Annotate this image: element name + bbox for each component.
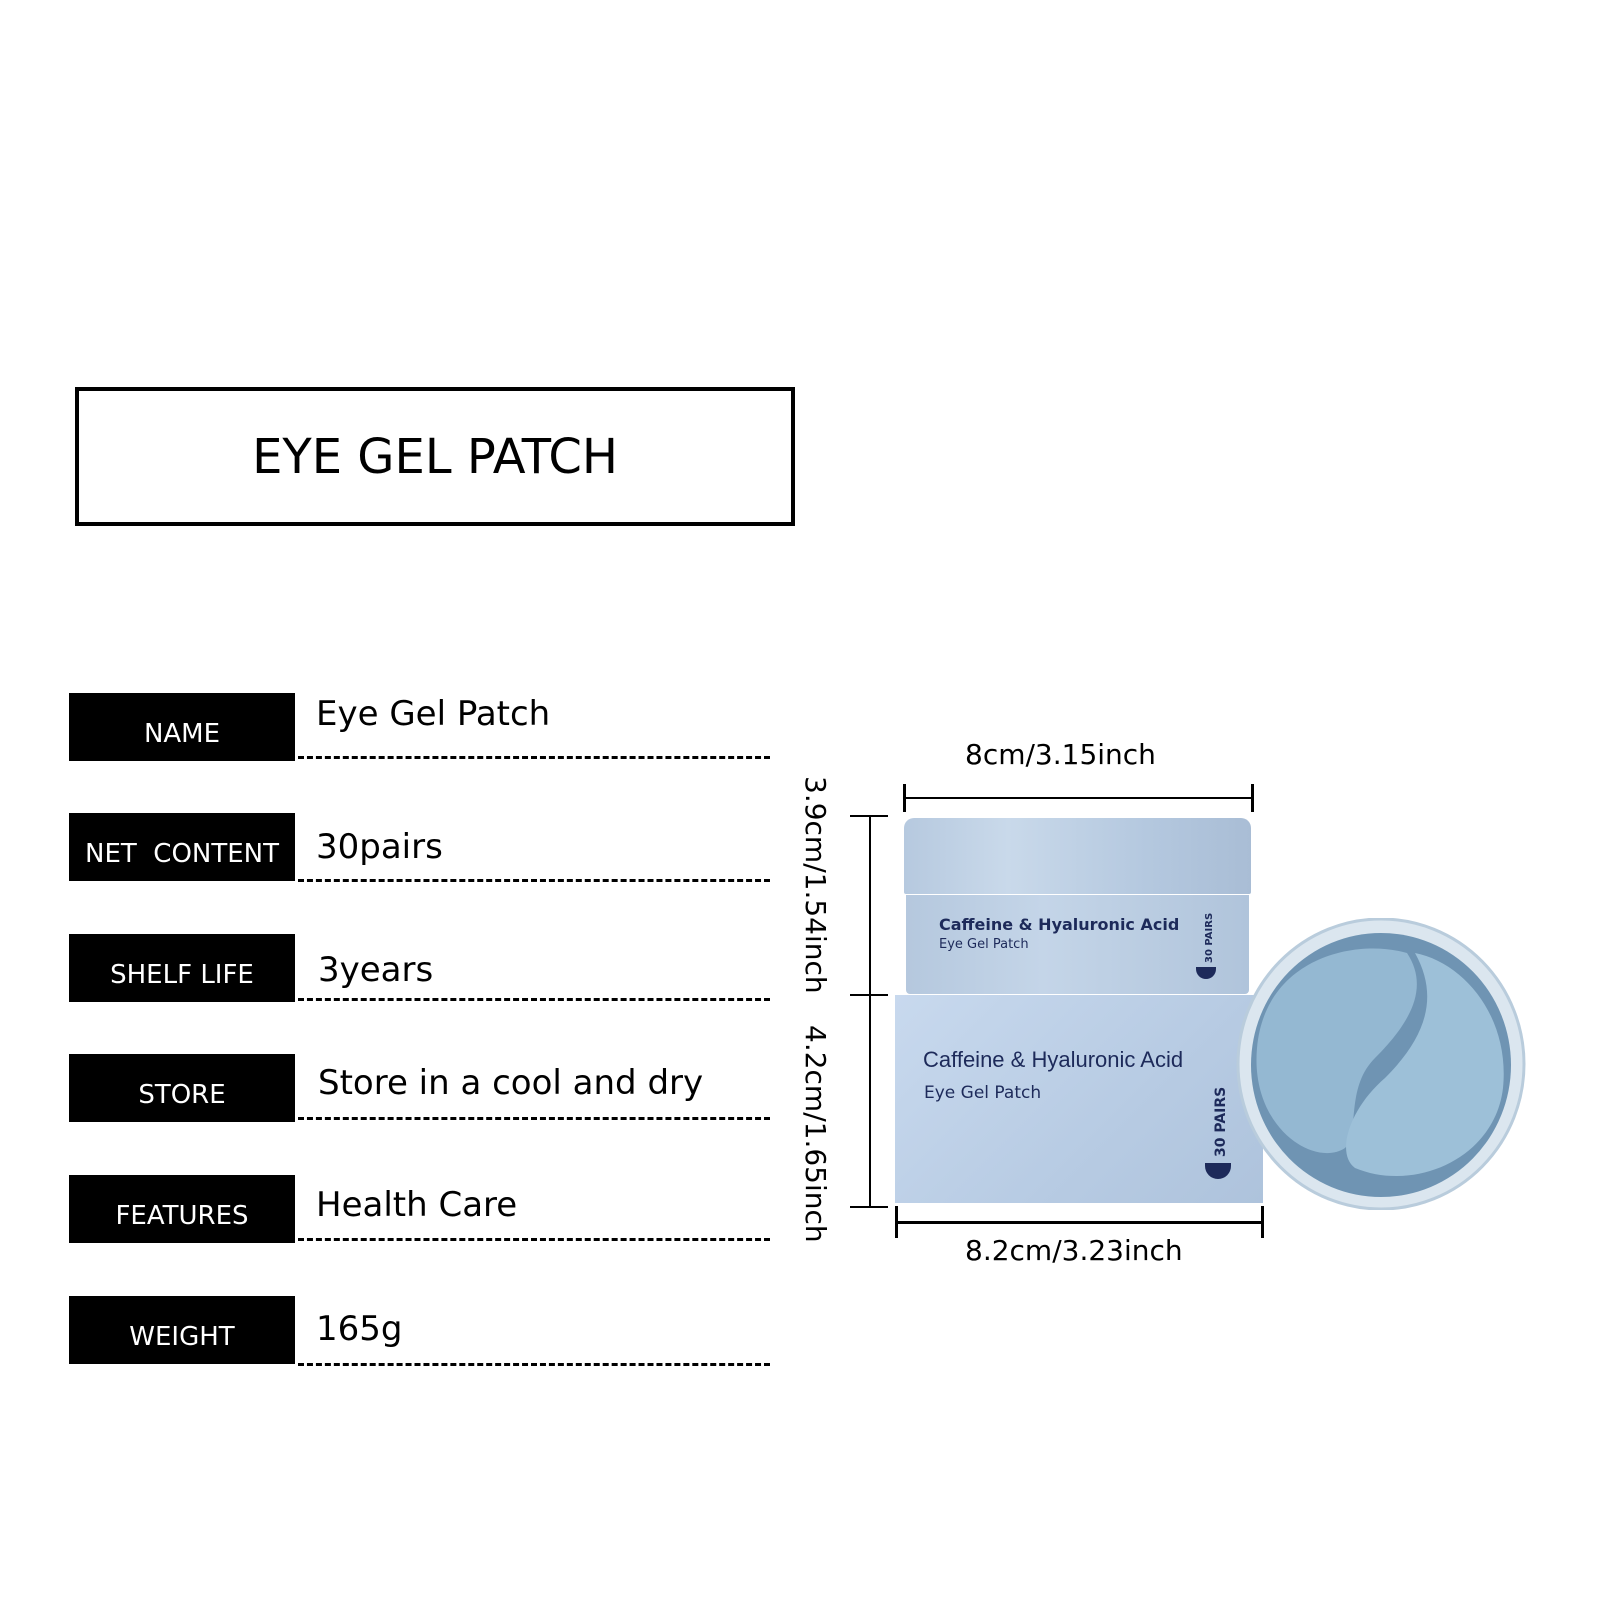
dimension-tick: [903, 784, 906, 812]
product-box: Caffeine & Hyaluronic Acid Eye Gel Patch…: [895, 995, 1263, 1203]
spec-label-weight: WEIGHT: [69, 1296, 295, 1364]
divider: [298, 1363, 770, 1366]
spec-value-store: Store in a cool and dry: [318, 1063, 704, 1103]
divider: [298, 879, 770, 882]
box-width-line: [896, 1221, 1264, 1224]
dimension-tick: [850, 1206, 888, 1208]
box-height-label: 4.2cm/1.65inch: [799, 1025, 832, 1243]
spec-label-net-content: NET CONTENT: [69, 813, 295, 881]
jar-product-line2: Eye Gel Patch: [939, 937, 1029, 952]
spec-label-shelf-life: SHELF LIFE: [69, 934, 295, 1002]
box-width-label: 8.2cm/3.23inch: [965, 1234, 1183, 1267]
spec-label-features: FEATURES: [69, 1175, 295, 1243]
spec-value-shelf-life: 3years: [318, 950, 434, 990]
dimension-tick: [850, 994, 888, 996]
title-box: EYE GEL PATCH: [75, 387, 795, 526]
height-line: [869, 815, 871, 1207]
divider: [298, 756, 770, 759]
spec-value-features: Health Care: [316, 1185, 518, 1225]
dimension-tick: [895, 1206, 898, 1238]
open-jar-gel-patches: [1236, 918, 1526, 1210]
box-product-line2: Eye Gel Patch: [924, 1083, 1042, 1103]
page-title: EYE GEL PATCH: [252, 428, 618, 485]
dimension-tick: [1261, 1206, 1264, 1238]
jar-width-line: [904, 797, 1254, 799]
jar-lid: [904, 818, 1251, 894]
divider: [298, 1238, 770, 1241]
dimension-tick: [1251, 784, 1254, 812]
jar-product-line1: Caffeine & Hyaluronic Acid: [939, 915, 1180, 934]
box-pairs-count: 30 PAIRS: [1213, 1086, 1229, 1157]
jar-height-label: 3.9cm/1.54inch: [799, 776, 832, 994]
jar-body: Caffeine & Hyaluronic Acid Eye Gel Patch…: [906, 895, 1249, 994]
spec-value-weight: 165g: [316, 1309, 403, 1349]
dimension-tick: [850, 815, 888, 817]
spec-label-store: STORE: [69, 1054, 295, 1122]
jar-width-label: 8cm/3.15inch: [965, 738, 1156, 771]
moon-icon: [1196, 967, 1216, 979]
spec-value-name: Eye Gel Patch: [316, 694, 551, 734]
spec-label-name: NAME: [69, 693, 295, 761]
box-product-line1: Caffeine & Hyaluronic Acid: [923, 1047, 1184, 1072]
divider: [298, 1117, 770, 1120]
spec-value-net-content: 30pairs: [316, 827, 443, 867]
jar-pairs-count: 30 PAIRS: [1204, 912, 1215, 963]
divider: [298, 998, 770, 1001]
moon-icon: [1205, 1163, 1231, 1179]
